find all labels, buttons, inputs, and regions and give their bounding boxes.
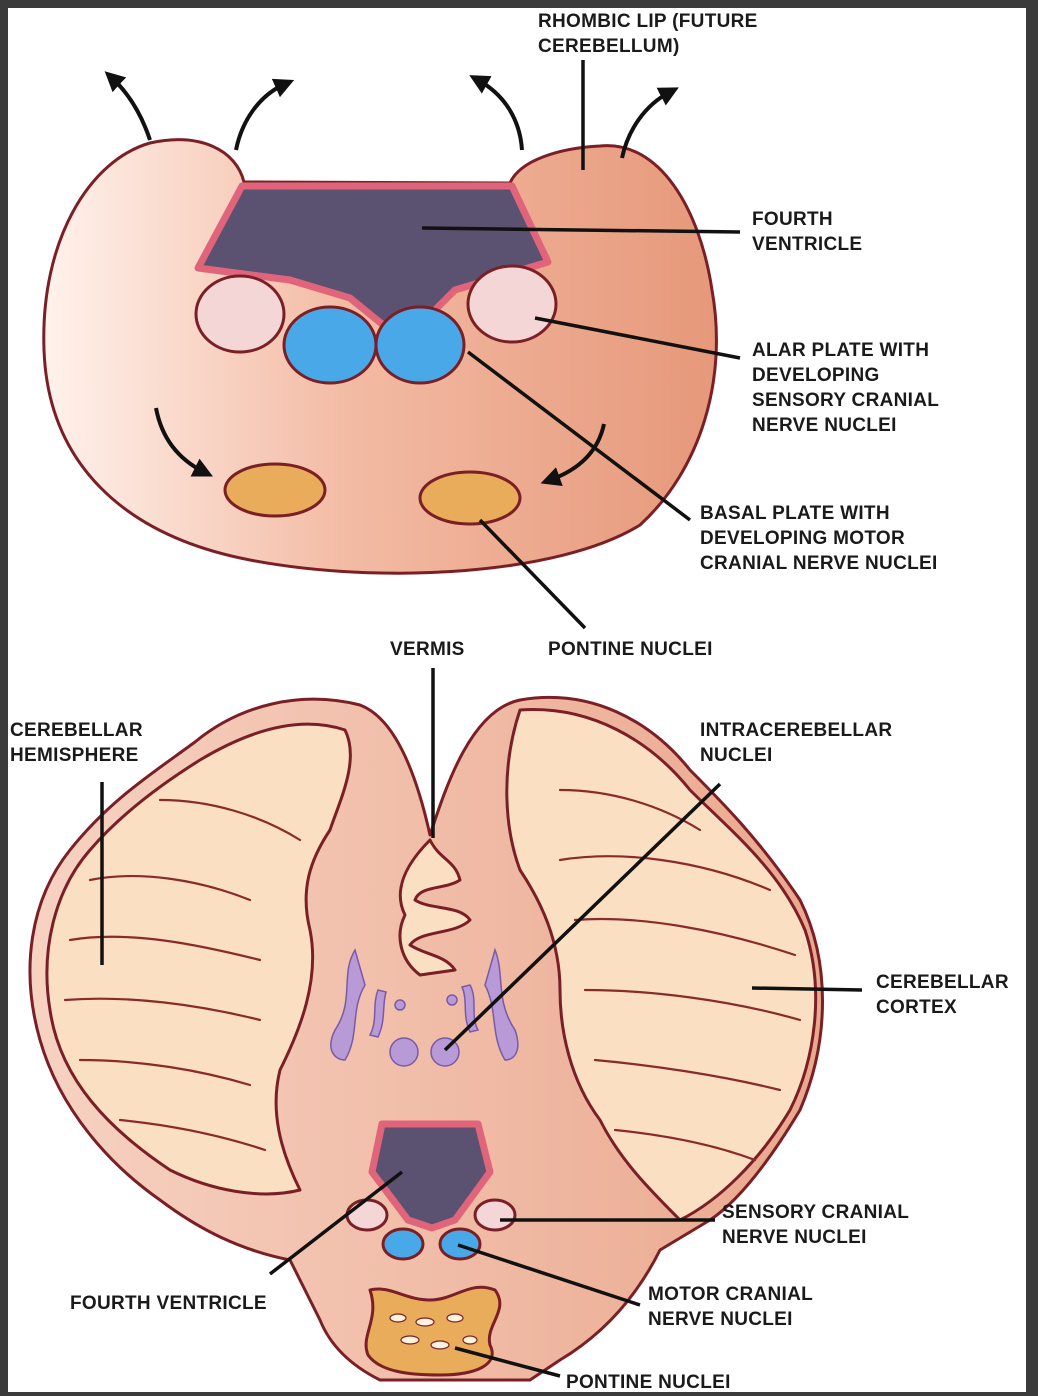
label-fourth-ventricle-top-1: FOURTH: [752, 209, 833, 230]
pontine-nucleus-right: [420, 472, 520, 524]
label-hemisphere-2: HEMISPHERE: [10, 745, 139, 766]
pontine-nuclei-bottom: [366, 1287, 500, 1375]
alar-plate-right: [468, 266, 556, 342]
pontine-cell-5: [431, 1341, 449, 1349]
label-alar-2: DEVELOPING: [752, 365, 880, 386]
alar-plate-left: [196, 276, 284, 352]
label-alar-4: NERVE NUCLEI: [752, 415, 897, 436]
label-cortex-2: CORTEX: [876, 997, 957, 1018]
leader-cortex: [752, 988, 862, 990]
label-fourth-ventricle-bottom: FOURTH VENTRICLE: [70, 1293, 267, 1314]
label-intracerebellar-2: NUCLEI: [700, 745, 773, 766]
intracerebellar-dot-2: [447, 995, 457, 1005]
intracerebellar-globose-left: [390, 1038, 418, 1066]
label-alar-1: ALAR PLATE WITH: [752, 340, 929, 361]
label-motor-1: MOTOR CRANIAL: [648, 1284, 813, 1305]
sensory-nucleus-left: [347, 1200, 387, 1230]
label-sensory-1: SENSORY CRANIAL: [722, 1202, 909, 1223]
pontine-cell-3: [447, 1314, 463, 1322]
bottom-diagram: VERMIS CEREBELLAR HEMISPHERE INTRACEREBE…: [10, 639, 1009, 1393]
basal-plate-left: [284, 307, 376, 383]
migration-arrow-1: [112, 78, 150, 140]
label-basal-1: BASAL PLATE WITH: [700, 503, 890, 524]
migration-arrow-3: [478, 80, 522, 150]
migration-arrow-2: [236, 84, 285, 150]
pontine-cell-2: [416, 1318, 434, 1326]
label-hemisphere-1: CEREBELLAR: [10, 720, 143, 741]
label-motor-2: NERVE NUCLEI: [648, 1309, 793, 1330]
pontine-cell-6: [463, 1336, 477, 1344]
label-alar-3: SENSORY CRANIAL: [752, 390, 939, 411]
intracerebellar-dot-1: [395, 1000, 405, 1010]
sensory-nucleus-right: [475, 1200, 515, 1230]
label-rhombic-lip-2: CEREBELLUM): [538, 36, 680, 57]
pontine-nucleus-left: [225, 464, 325, 516]
label-basal-2: DEVELOPING MOTOR: [700, 528, 905, 549]
label-pontine-top: PONTINE NUCLEI: [548, 639, 713, 660]
label-fourth-ventricle-top-2: VENTRICLE: [752, 234, 862, 255]
label-pontine-bottom: PONTINE NUCLEI: [566, 1372, 731, 1393]
label-intracerebellar-1: INTRACEREBELLAR: [700, 720, 892, 741]
pontine-cell-1: [390, 1314, 406, 1322]
label-rhombic-lip-1: RHOMBIC LIP (FUTURE: [538, 11, 758, 32]
label-basal-3: CRANIAL NERVE NUCLEI: [700, 553, 938, 574]
motor-nucleus-left: [383, 1229, 423, 1259]
label-vermis: VERMIS: [390, 639, 465, 660]
top-diagram: RHOMBIC LIP (FUTURE CEREBELLUM) FOURTH V…: [44, 11, 939, 660]
label-sensory-2: NERVE NUCLEI: [722, 1227, 867, 1248]
pontine-cell-4: [401, 1336, 419, 1344]
basal-plate-right: [376, 307, 464, 383]
label-cortex-1: CEREBELLAR: [876, 972, 1009, 993]
